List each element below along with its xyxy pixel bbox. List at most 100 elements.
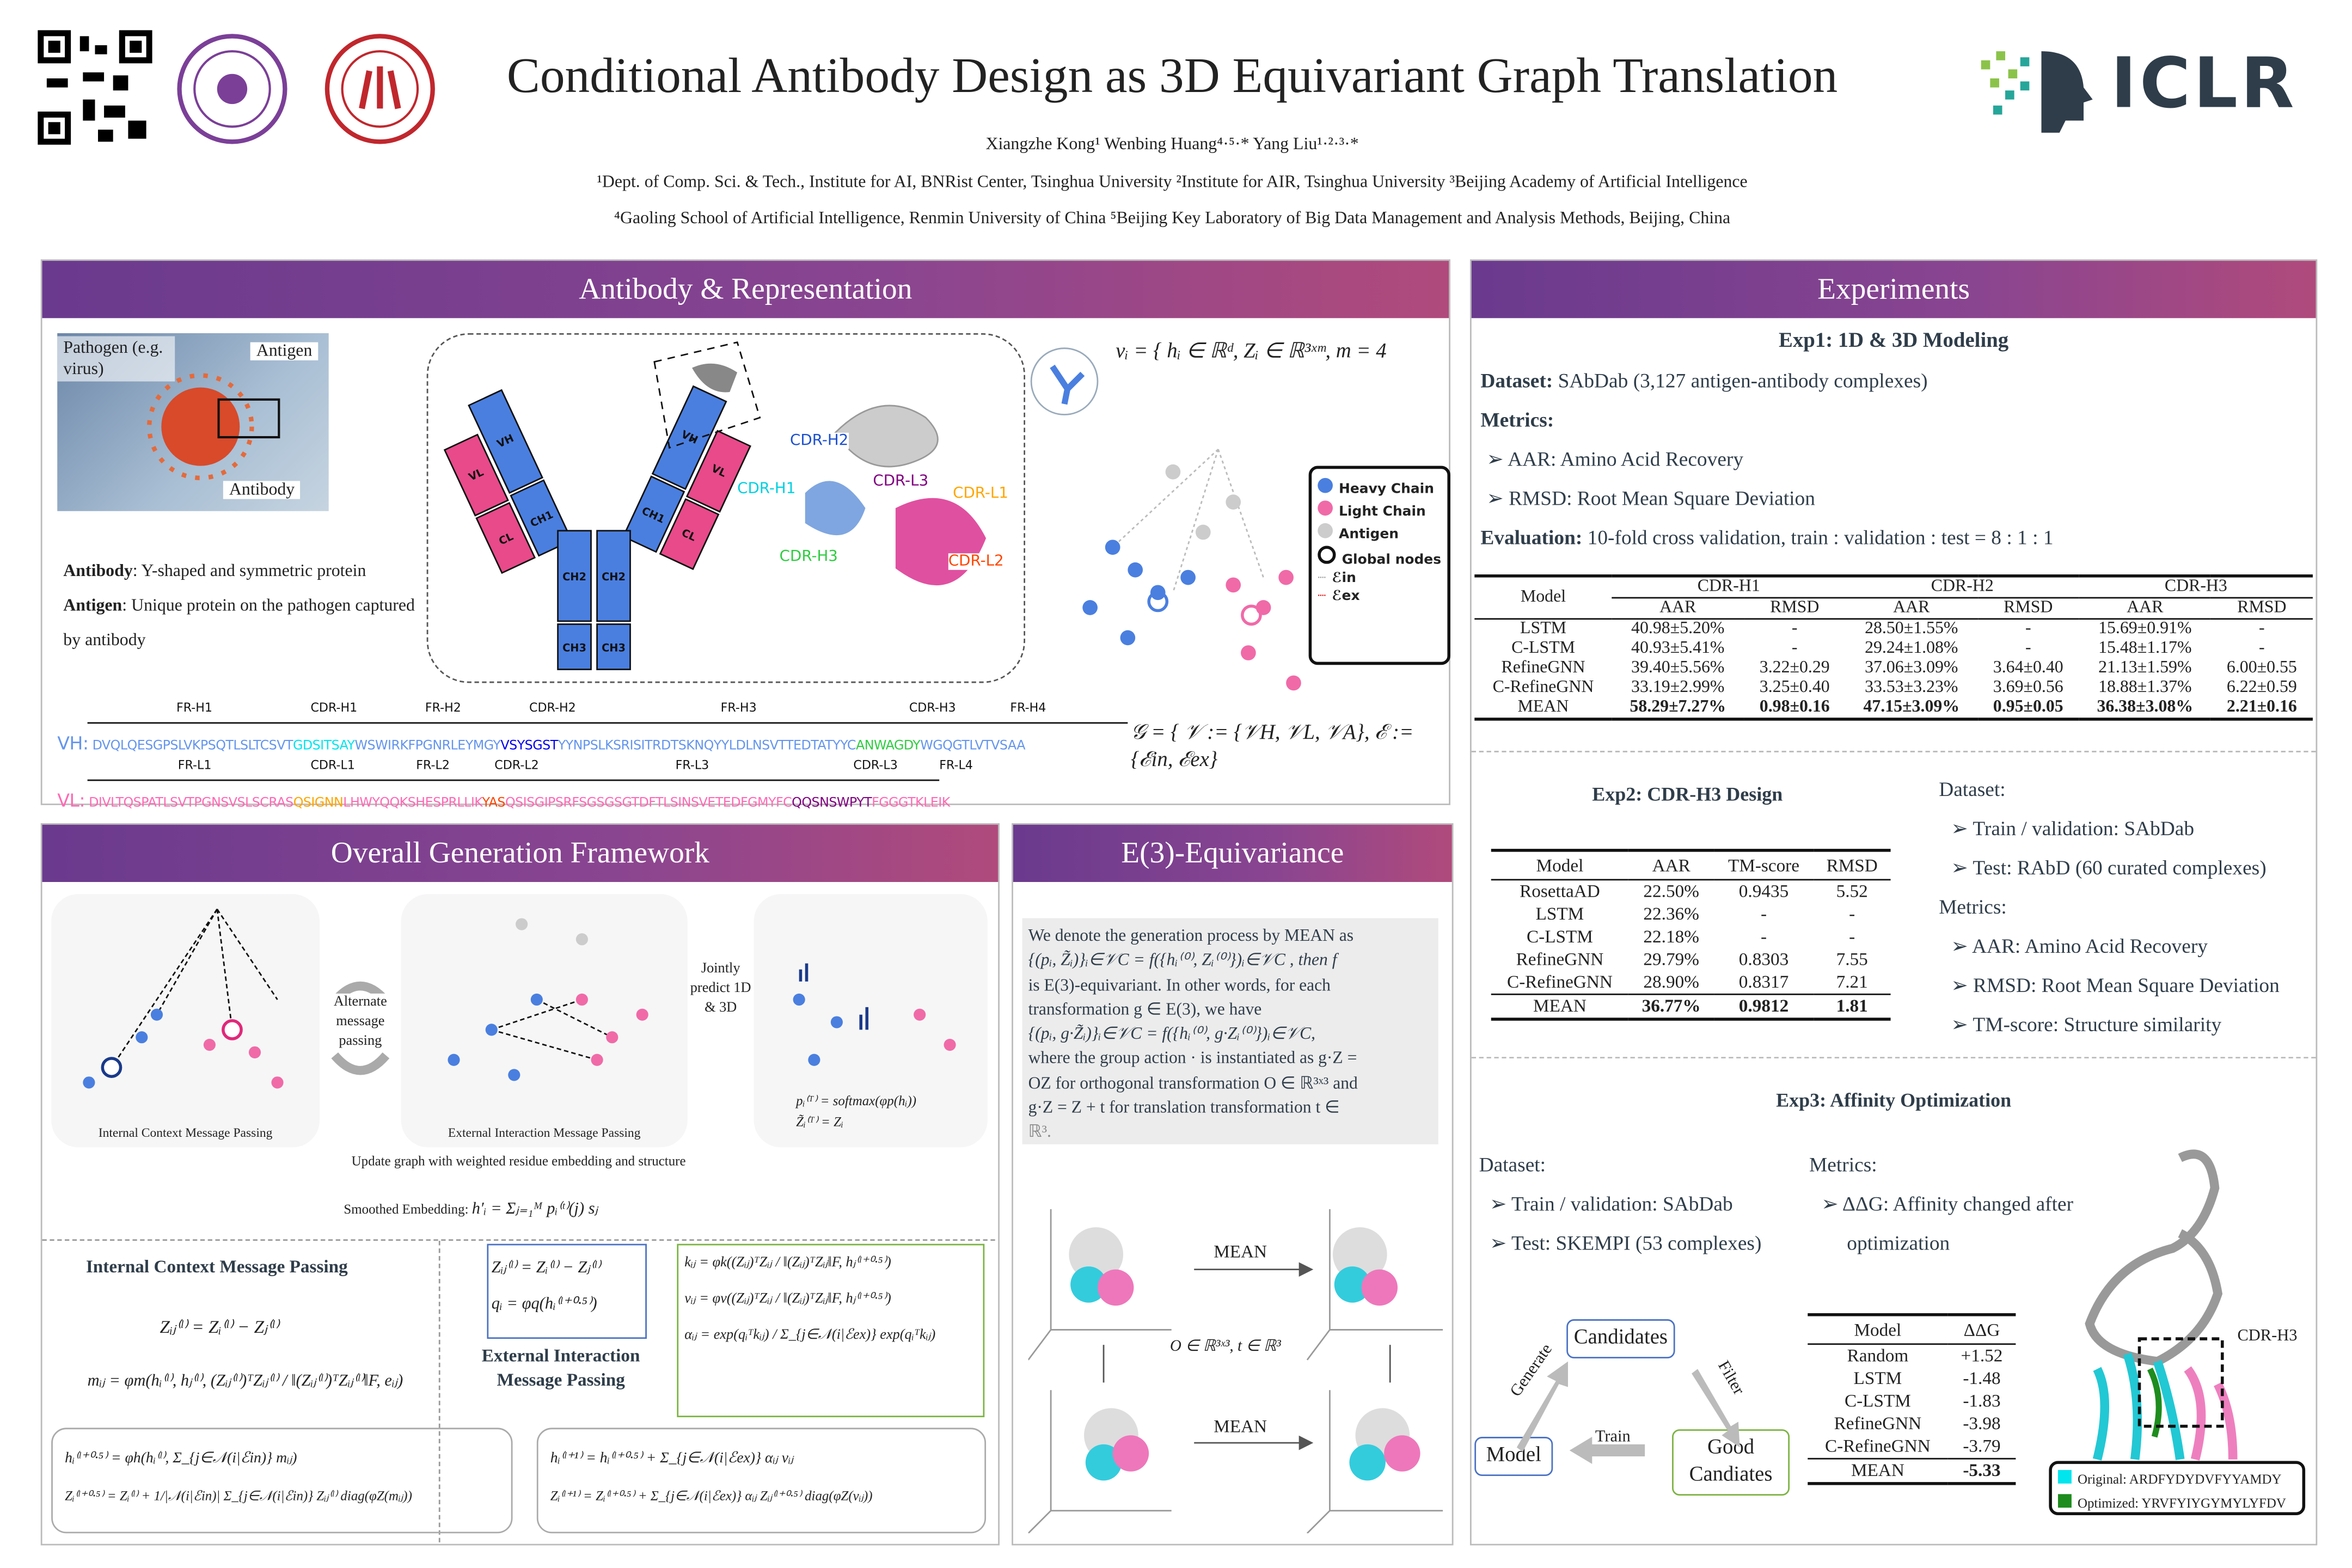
- model-cell: LSTM: [1853, 1367, 1902, 1389]
- ext-eq-z-update: Zᵢ⁽ˡ⁺¹⁾ = Zᵢ⁽ˡ⁺⁰·⁵⁾ + Σ_{j∈𝒩(i|ℰex)} αᵢⱼ…: [550, 1488, 873, 1503]
- internal-mp-caption: Internal Context Message Passing: [98, 1124, 273, 1140]
- value-cell: 28.90%: [1643, 971, 1699, 993]
- text-line: is E(3)-equivariant. In other words, for…: [1028, 976, 1331, 995]
- column-header: RMSD: [1770, 598, 1820, 617]
- model-cell: C-LSTM: [1511, 639, 1575, 658]
- vl-label: VL:: [57, 790, 85, 811]
- external-graph-icon: [448, 918, 648, 1081]
- metric-text: AAR: Amino Acid Recovery: [1971, 934, 2208, 958]
- mean-arrow-label-bottom: MEAN: [1214, 1416, 1267, 1437]
- icmp-eq-z-update: Zᵢ⁽ˡ⁺⁰·⁵⁾ = Zᵢ⁽ˡ⁾ + 1/|𝒩(i|ℰin)| Σ_{j∈𝒩(…: [65, 1488, 412, 1503]
- value-cell: -5.33: [1963, 1459, 2001, 1481]
- sequence-segment: QQSNSWPYT: [792, 796, 872, 811]
- value-cell: 15.48±1.17%: [2098, 639, 2192, 658]
- heavy-chain-swatch-icon: [1318, 477, 1333, 493]
- value-cell: 29.24±1.08%: [1865, 639, 1958, 658]
- value-cell: -: [2259, 639, 2265, 658]
- text-line: OZ for orthogonal transformation O ∈ ℝ³ˣ…: [1028, 1074, 1358, 1093]
- internal-mp-figure: Internal Context Message Passing: [51, 894, 320, 1148]
- table-row: C-LSTM-1.83: [1808, 1390, 2016, 1413]
- sequence-segment: WGQGTLVTVSAA: [920, 738, 1026, 754]
- external-mp-figure: External Interaction Message Passing: [401, 894, 688, 1148]
- value-cell: -: [1849, 926, 1855, 947]
- region-label: CDR-H1: [310, 701, 358, 715]
- table-row: LSTM-1.48: [1808, 1368, 2016, 1391]
- exp1-dataset: Dataset: SAbDab (3,127 antigen-antibody …: [1480, 369, 1927, 393]
- node-formula: vᵢ = { hᵢ ∈ ℝᵈ, Zᵢ ∈ ℝ³ˣᵐ, m = 4: [1116, 340, 1387, 364]
- value-cell: 28.50±1.55%: [1865, 620, 1958, 638]
- value-cell: -: [2025, 620, 2031, 638]
- sequence-annotation: FR-H1 CDR-H1 FR-H2 CDR-H2 FR-H3 CDR-H3 F…: [57, 701, 1128, 811]
- legend-internal-edges: ℰin: [1332, 571, 1356, 587]
- original-swatch-icon: [2057, 1469, 2072, 1484]
- sequence-segment: VSYSGST: [500, 738, 558, 754]
- qr-code-icon: [38, 30, 152, 145]
- sequence-segment: GDSITSAY: [292, 738, 355, 754]
- icmp-eq-diff: Zᵢⱼ⁽ˡ⁾ = Zᵢ⁽ˡ⁾ − Zⱼ⁽ˡ⁾: [160, 1316, 279, 1338]
- legend-light-chain: Light Chain: [1339, 505, 1426, 520]
- value-cell: 3.22±0.29: [1759, 659, 1830, 677]
- value-cell: 58.29±7.27%: [1630, 698, 1726, 716]
- sequence-segment: YYNPSLKSRISITRDTSKNQYYLDLNSVTTEDTATYYC: [558, 738, 856, 754]
- value-cell: 1.81: [1836, 995, 1868, 1016]
- exp3-dataset-key: Dataset:: [1479, 1153, 1546, 1176]
- legend-external-edges: ℰex: [1332, 589, 1360, 605]
- value-cell: 3.69±0.56: [1993, 678, 2063, 697]
- vl-region-labels: FR-L1 CDR-L1 FR-L2 CDR-L2 FR-L3 CDR-L3 F…: [57, 758, 1128, 774]
- sequence-segment: ANWAGDY: [855, 738, 921, 754]
- transform-label: O ∈ ℝ³ˣ³, t ∈ ℝ³: [1169, 1339, 1281, 1356]
- ch2-domain-label: CH2: [602, 571, 626, 583]
- column-header: RMSD: [2237, 598, 2287, 617]
- smoothed-eq: h′ᵢ = Σⱼ₌₁ᴹ pᵢ⁽ᵗ⁾(j) sⱼ: [471, 1200, 598, 1218]
- graph-formula: 𝒢 = { 𝒱 := {𝒱H, 𝒱L, 𝒱A}, ℰ := {ℰin, ℰex}: [1130, 722, 1414, 772]
- ext-eq-h-update: hᵢ⁽ˡ⁺¹⁾ = hᵢ⁽ˡ⁺⁰·⁵⁾ + Σ_{j∈𝒩(i|ℰex)} αᵢⱼ…: [550, 1450, 794, 1467]
- model-cell: LSTM: [1520, 620, 1566, 638]
- antigen-swatch-icon: [1318, 523, 1333, 538]
- value-cell: 47.15±3.09%: [1863, 698, 1960, 716]
- exp2-dataset-item: ➢ Test: RAbD (60 curated complexes): [1951, 856, 2267, 879]
- prediction-sequence-eq: pᵢ⁽ᵀ⁾ = softmax(φp(hᵢ)): [796, 1093, 917, 1108]
- dataset-text: Train / validation: SAbDab: [1973, 817, 2195, 840]
- model-cell: MEAN: [1517, 698, 1569, 716]
- ext-eq-diff: Zᵢⱼ⁽ˡ⁾ = Zᵢ⁽ˡ⁾ − Zⱼ⁽ˡ⁾: [491, 1259, 601, 1277]
- antibody-term: Antibody: [63, 562, 133, 581]
- value-cell: -: [1760, 903, 1767, 924]
- panel-title: Antibody & Representation: [42, 261, 1449, 318]
- evaluation-value: 10-fold cross validation, train : valida…: [1587, 526, 2054, 549]
- column-header: AAR: [1652, 854, 1690, 875]
- value-cell: 36.38±3.08%: [2097, 698, 2194, 716]
- sequence-segment: LHWYQQKSHESPRLLIK: [343, 796, 482, 811]
- value-cell: 3.64±0.40: [1993, 659, 2063, 677]
- dataset-key: Dataset:: [1480, 369, 1553, 392]
- value-cell: 40.93±5.41%: [1631, 639, 1725, 658]
- metric-text-continued: optimization: [1847, 1232, 1950, 1254]
- legend-global-nodes: Global nodes: [1342, 553, 1442, 568]
- column-header: TM-score: [1728, 854, 1800, 875]
- antibody-description: Antibody: Y-shaped and symmetric protein…: [63, 555, 425, 659]
- vh-region-labels: FR-H1 CDR-H1 FR-H2 CDR-H2 FR-H3 CDR-H3 F…: [57, 701, 1128, 716]
- value-cell: 33.53±3.23%: [1865, 678, 1958, 697]
- prediction-figure: pᵢ⁽ᵀ⁾ = softmax(φp(hᵢ)) Z̃ᵢ⁽ᵀ⁾ = Zᵢ: [754, 894, 988, 1148]
- sequence-segment: YAS: [482, 796, 505, 811]
- sequence-segment: FGGGTKLEIK: [872, 796, 950, 811]
- value-cell: -3.79: [1963, 1435, 2001, 1457]
- pathogen-label: Pathogen (e.g. virus): [57, 336, 175, 382]
- mean-arrow-label-top: MEAN: [1214, 1241, 1267, 1262]
- value-cell: 29.79%: [1643, 948, 1699, 970]
- sequence-segment: QSISGIPSRFSGSGSGTDFTLSINSVETEDFGMYFC: [505, 796, 792, 811]
- model-cell: C-RefineGNN: [1492, 678, 1594, 697]
- external-edge-swatch-icon: ┈: [1318, 589, 1326, 605]
- exp1-metric-item: ➢ RMSD: Root Mean Square Deviation: [1486, 487, 1815, 510]
- value-cell: 22.18%: [1643, 926, 1699, 947]
- equivariance-diagram: [1028, 1209, 1443, 1534]
- value-cell: 18.88±1.37%: [2098, 678, 2192, 697]
- value-cell: 0.98±0.16: [1759, 698, 1830, 716]
